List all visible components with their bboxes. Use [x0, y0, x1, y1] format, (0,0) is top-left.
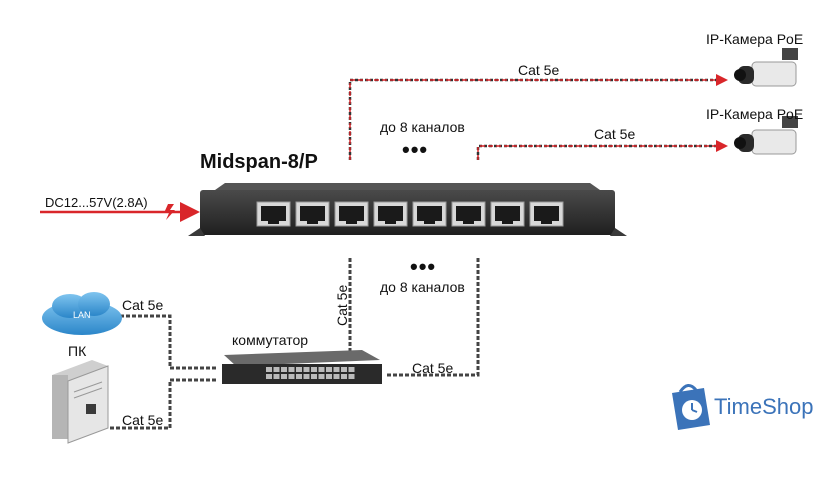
pc-label: ПК — [68, 343, 87, 359]
midspan-device — [188, 183, 627, 236]
cable-lan-to-switch — [120, 314, 218, 370]
cable-down-right — [385, 258, 480, 377]
ip-camera-2-icon — [734, 116, 798, 155]
cable-label-camera-1: Cat 5e — [518, 62, 560, 78]
cable-label-camera-2: Cat 5e — [594, 126, 636, 142]
switch-port — [303, 367, 310, 372]
switch-port — [341, 367, 347, 372]
network-switch — [222, 350, 382, 384]
switch-port — [341, 374, 347, 379]
rj45-port — [373, 201, 408, 227]
midspan-ports — [256, 201, 564, 227]
lightning-icon — [164, 204, 175, 220]
switch-port — [281, 374, 287, 379]
rj45-port — [412, 201, 447, 227]
power-label: DC12...57V(2.8A) — [45, 195, 148, 210]
switch-port — [326, 367, 332, 372]
channels-label-bottom: до 8 каналов — [380, 279, 465, 295]
power-line — [40, 202, 200, 222]
switch-port — [333, 374, 340, 379]
brand-name: TimeShop — [714, 394, 814, 419]
switch-port — [266, 374, 272, 379]
switch-port — [333, 367, 340, 372]
channels-label-top: до 8 каналов — [380, 119, 465, 135]
switch-port — [296, 367, 302, 372]
switch-port — [311, 374, 317, 379]
device-title: Midspan-8/P — [200, 151, 318, 173]
cable-pc-to-switch — [110, 378, 218, 430]
switch-port — [281, 367, 287, 372]
ellipsis-top: ••• — [402, 137, 429, 162]
cable-label-lan: Cat 5e — [122, 297, 164, 313]
switch-label: коммутатор — [232, 332, 309, 348]
rj45-port — [334, 201, 369, 227]
switch-port — [326, 374, 332, 379]
cable-label-vertical: Cat 5e — [334, 284, 350, 326]
rj45-port — [451, 201, 486, 227]
cable-to-camera-2 — [476, 140, 728, 160]
switch-port — [273, 374, 280, 379]
switch-ports — [266, 367, 355, 379]
rj45-port — [256, 201, 291, 227]
switch-port — [303, 374, 310, 379]
rj45-port — [490, 201, 525, 227]
rj45-port — [529, 201, 564, 227]
pc-tower-icon — [52, 360, 109, 444]
switch-port — [273, 367, 280, 372]
switch-port — [318, 374, 325, 379]
switch-port — [296, 374, 302, 379]
switch-port — [348, 374, 355, 379]
switch-port — [318, 367, 325, 372]
cable-to-camera-1 — [348, 74, 728, 160]
rj45-port — [295, 201, 330, 227]
cable-label-pc: Cat 5e — [122, 412, 164, 428]
camera-label-1: IP-Камера PoE — [706, 31, 804, 47]
lan-cloud-icon — [42, 292, 122, 335]
cable-label-switch: Cat 5e — [412, 360, 454, 376]
switch-port — [348, 367, 355, 372]
switch-port — [288, 367, 295, 372]
camera-label-2: IP-Камера PoE — [706, 106, 804, 122]
ip-camera-1-icon — [734, 48, 798, 87]
lan-cloud-label: LAN — [73, 310, 91, 320]
switch-port — [266, 367, 272, 372]
switch-port — [288, 374, 295, 379]
timeshop-logo-icon — [672, 384, 710, 430]
switch-port — [311, 367, 317, 372]
ellipsis-bottom: ••• — [410, 254, 437, 279]
